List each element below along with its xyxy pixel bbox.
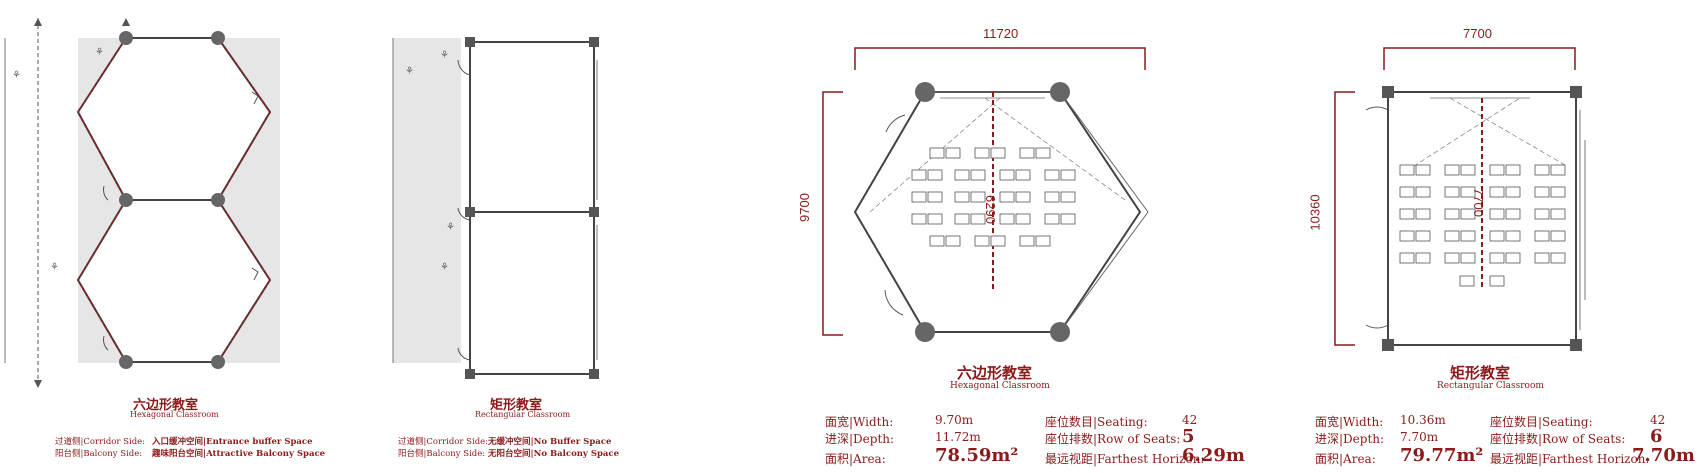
svg-text:⚘: ⚘: [440, 50, 449, 61]
hex-stack-row1-label: 过道侧|Corridor Side:: [55, 437, 146, 447]
width-dimension-line: [1383, 47, 1576, 70]
rect-area-value: 79.77m²: [1400, 445, 1484, 466]
hex-seating-label: 座位数目|Seating:: [1045, 415, 1148, 429]
rect-depth-label: 进深|Depth:: [1315, 432, 1385, 446]
svg-text:⚘: ⚘: [446, 222, 455, 233]
rect-depth-value: 7.70m: [1400, 430, 1439, 444]
svg-text:⚘: ⚘: [405, 66, 414, 77]
rect-classroom-title-en: Rectangular Classroom: [1437, 381, 1544, 391]
person-icon: ⚘: [95, 47, 104, 58]
rect-width-value: 10.36m: [1400, 413, 1446, 427]
hex-classroom-title-cn: 六边形教室: [957, 364, 1033, 382]
hex-classroom-plan: [822, 47, 1149, 342]
hex-height-dimension: 9700: [796, 193, 812, 222]
hex-stack-row2-label: 阳台侧|Balcony Side:: [55, 449, 143, 459]
hex-stack-row2-value: 趣味阳台空间|Attractive Balcony Space: [152, 449, 326, 459]
person-icon: ⚘: [12, 70, 21, 81]
column: [211, 193, 225, 207]
rect-rows-value: 6: [1650, 426, 1663, 447]
rect-width-label: 面宽|Width:: [1315, 415, 1384, 429]
rect-room-lower: [469, 211, 595, 375]
hex-area-label: 面积|Area:: [825, 452, 886, 466]
rect-stack-plan: ⚘ ⚘ ⚘ ⚘: [392, 37, 599, 379]
column: [211, 355, 225, 369]
hex-horizon-value: 6.29m: [1182, 445, 1245, 466]
hex-stack-plan: ⚘ ⚘ ⚘: [4, 18, 280, 388]
rect-stack-row2-label: 阳台侧|Balcony Side:: [398, 449, 486, 459]
hex-depth-dimension: 6290: [983, 195, 998, 224]
hex-rows-value: 5: [1182, 426, 1195, 447]
rect-rows-label: 座位排数|Row of Seats:: [1490, 432, 1626, 446]
width-dimension-line: [854, 47, 1146, 70]
column: [119, 193, 133, 207]
height-dimension-line: [1334, 91, 1355, 346]
rect-stack-row2-value: 无阳台空间|No Balcony Space: [488, 449, 620, 459]
hex-width-value: 9.70m: [935, 413, 974, 427]
hex-width-dimension: 11720: [983, 26, 1019, 41]
rect-horizon-value: 7.70m: [1632, 445, 1695, 466]
rect-room-upper: [469, 41, 595, 213]
hex-width-label: 面宽|Width:: [825, 415, 894, 429]
hex-rows-label: 座位排数|Row of Seats:: [1045, 432, 1181, 446]
column: [119, 355, 133, 369]
column: [211, 31, 225, 45]
hex-stack-title-cn: 六边形教室: [133, 398, 199, 413]
rect-horizon-label: 最远视距|Farthest Horizon:: [1490, 452, 1650, 466]
rect-stack-row1-value: 无缓冲空间|No Buffer Space: [488, 437, 612, 447]
hex-classroom-title-en: Hexagonal Classroom: [950, 381, 1050, 391]
hex-depth-value: 11.72m: [935, 430, 981, 444]
svg-text:⚘: ⚘: [440, 262, 449, 273]
rect-width-dimension: 7700: [1463, 26, 1492, 41]
column: [119, 31, 133, 45]
rect-stack-row1-label: 过道侧|Corridor Side:: [398, 437, 489, 447]
rect-area-label: 面积|Area:: [1315, 452, 1376, 466]
rect-classroom-plan: [1334, 47, 1586, 351]
rect-classroom-title-cn: 矩形教室: [1450, 364, 1511, 382]
rect-seating-label: 座位数目|Seating:: [1490, 415, 1593, 429]
hex-seating-value: 42: [1182, 413, 1198, 427]
desk-grid: [1399, 164, 1566, 287]
rect-height-dimension: 10360: [1307, 194, 1323, 231]
hex-stack-row1-value: 入口缓冲空间|Entrance buffer Space: [152, 437, 313, 447]
rect-stack-title-cn: 矩形教室: [490, 398, 543, 413]
rect-seating-value: 42: [1650, 413, 1666, 427]
hex-horizon-label: 最远视距|Farthest Horizon:: [1045, 452, 1205, 466]
hex-stack-title-en: Hexagonal Classroom: [130, 410, 219, 419]
rect-stack-title-en: Rectangular Classroom: [475, 410, 571, 419]
rect-depth-dimension: 7700: [1471, 188, 1486, 217]
hex-depth-label: 进深|Depth:: [825, 432, 895, 446]
height-dimension-line: [822, 91, 843, 336]
desk-grid: [911, 147, 1076, 247]
person-icon: ⚘: [50, 262, 59, 273]
hex-area-value: 78.59m²: [935, 445, 1019, 466]
corridor-zone: [393, 38, 461, 363]
